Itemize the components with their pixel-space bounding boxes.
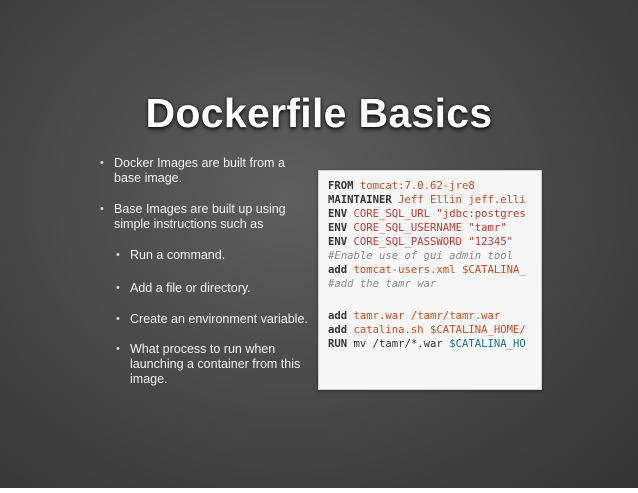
code-line: ENV CORE_SQL_PASSWORD "12345"	[328, 236, 513, 248]
code-line: FROM tomcat:7.0.62-jre8	[328, 180, 475, 192]
code-line: add tamr.war /tamr/tamr.war	[328, 310, 501, 322]
code-line: ENV CORE_SQL_USERNAME "tamr"	[328, 222, 507, 234]
sub-bullet-item: Add a file or directory.	[116, 281, 310, 296]
code-line: MAINTAINER Jeff Ellin jeff.elli	[328, 194, 526, 206]
code-line: RUN mv /tamr/*.war $CATALINA_HO	[328, 338, 526, 350]
code-line: add catalina.sh $CATALINA_HOME/	[328, 324, 526, 336]
sub-bullet-item: What process to run when launching a con…	[116, 342, 310, 387]
code-line: ENV CORE_SQL_URL "jdbc:postgres	[328, 208, 526, 220]
sub-bullet-item: Create an environment variable.	[116, 312, 310, 327]
bullet-item: Base Images are built up using simple in…	[100, 202, 310, 232]
code-comment: #Enable use of gui admin tool	[328, 250, 513, 262]
code-comment: #add the tamr war	[328, 278, 437, 290]
sub-bullet-item: Run a command.	[116, 248, 310, 263]
code-screenshot: FROM tomcat:7.0.62-jre8 MAINTAINER Jeff …	[318, 170, 542, 390]
code-line: add tomcat-users.xml $CATALINA_	[328, 264, 526, 276]
bullet-list: Docker Images are built from a base imag…	[100, 156, 310, 387]
slide-title: Dockerfile Basics	[145, 90, 493, 136]
bullet-item: Docker Images are built from a base imag…	[100, 156, 310, 186]
